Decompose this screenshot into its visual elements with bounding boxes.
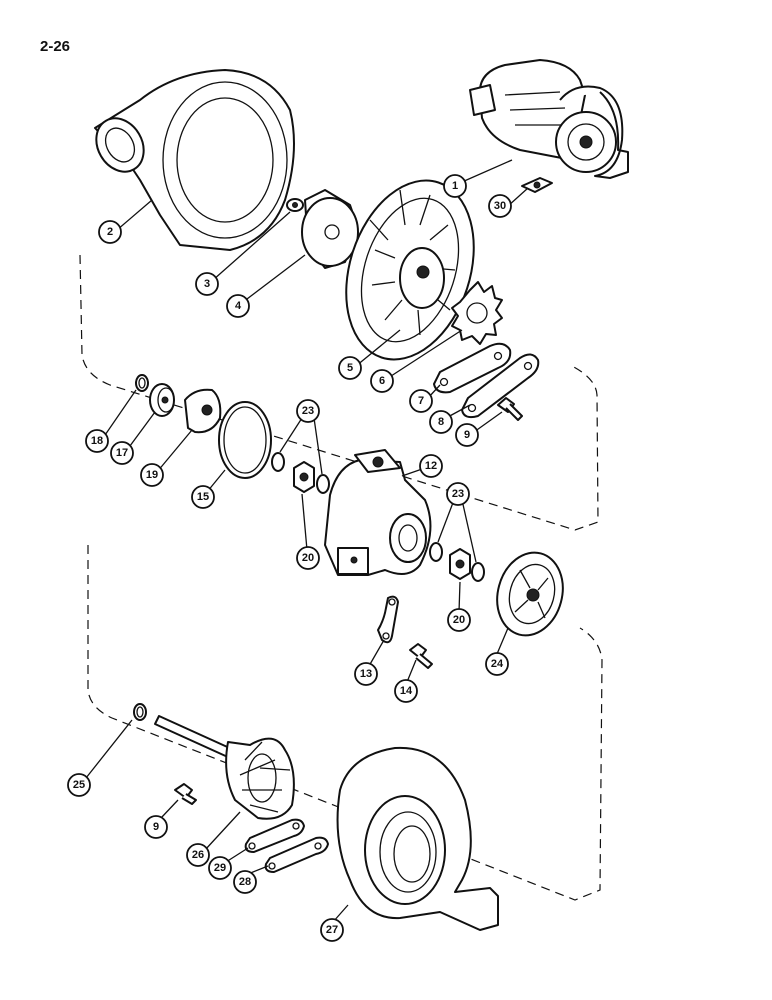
svg-text:17: 17: [116, 447, 128, 459]
callout-24: 24: [485, 652, 509, 676]
svg-text:23: 23: [302, 405, 314, 417]
callout-25: 25: [67, 773, 91, 797]
svg-text:12: 12: [425, 460, 437, 472]
dashed-group-boundary-upper: [79, 254, 599, 531]
svg-text:27: 27: [326, 924, 338, 936]
retaining-ring-part: [135, 374, 149, 392]
callout-14: 14: [394, 679, 418, 703]
clamp-plate-part: [433, 342, 512, 394]
callout-28: 28: [233, 870, 257, 894]
callout-2: 2: [98, 220, 122, 244]
svg-text:2: 2: [107, 226, 113, 238]
svg-text:20: 20: [302, 552, 314, 564]
callout-30: 30: [488, 194, 512, 218]
svg-text:29: 29: [214, 862, 226, 874]
svg-text:5: 5: [347, 362, 353, 374]
callout-4: 4: [226, 294, 250, 318]
callout-27: 27: [320, 918, 344, 942]
svg-text:6: 6: [379, 375, 385, 387]
compressor-wheel-part: [301, 189, 359, 269]
retaining-ring-part-2: [133, 703, 147, 721]
callout-6: 6: [370, 369, 394, 393]
dashed-group-boundary-lower: [87, 545, 603, 901]
capscrew-part-2: [409, 643, 433, 669]
journal-bearing-part-2: [449, 548, 471, 580]
svg-text:30: 30: [494, 200, 506, 212]
callout-9-lower: 9: [144, 815, 168, 839]
callout-23-lower: 23: [446, 482, 470, 506]
capscrew-part: [497, 397, 523, 421]
o-ring-part: [218, 401, 272, 479]
lock-plate-part: [377, 595, 399, 644]
svg-text:9: 9: [153, 821, 159, 833]
svg-text:18: 18: [91, 435, 103, 447]
callout-23-upper: 23: [296, 399, 320, 423]
callout-7: 7: [409, 389, 433, 413]
callout-17: 17: [110, 441, 134, 465]
callout-1: 1: [443, 174, 467, 198]
clamp-plate-part-4: [264, 836, 329, 873]
thrust-bearing-part: [184, 388, 222, 434]
svg-text:1: 1: [452, 180, 458, 192]
turbocharger-assembly-part: [469, 59, 629, 179]
thrust-washer-part: [451, 281, 503, 345]
turbine-shaft-wheel-part: [154, 715, 295, 820]
callout-3: 3: [195, 272, 219, 296]
callout-9-upper: 9: [455, 423, 479, 447]
callout-12: 12: [419, 454, 443, 478]
svg-text:24: 24: [491, 658, 504, 670]
svg-text:26: 26: [192, 849, 204, 861]
svg-text:20: 20: [453, 614, 465, 626]
turbine-housing-part: [336, 746, 499, 931]
svg-text:15: 15: [197, 491, 209, 503]
callout-8: 8: [429, 410, 453, 434]
piston-ring-part-2: [429, 542, 485, 582]
callout-18: 18: [85, 429, 109, 453]
svg-text:14: 14: [400, 685, 413, 697]
svg-text:7: 7: [418, 395, 424, 407]
thrust-collar-part: [149, 383, 175, 417]
backplate-part: [345, 179, 475, 361]
callout-13: 13: [354, 662, 378, 686]
page-number: 2-26: [40, 38, 71, 55]
center-housing-part: [324, 449, 432, 576]
callout-20-lower: 20: [447, 608, 471, 632]
nut-part: [286, 198, 304, 212]
callout-26: 26: [186, 843, 210, 867]
svg-text:4: 4: [235, 300, 242, 312]
svg-text:19: 19: [146, 469, 158, 481]
svg-text:28: 28: [239, 876, 251, 888]
callout-15: 15: [191, 485, 215, 509]
callout-20-upper: 20: [296, 546, 320, 570]
piston-ring-part: [271, 452, 330, 494]
journal-bearing-part: [293, 461, 315, 493]
svg-text:8: 8: [438, 416, 444, 428]
compressor-housing-part: [94, 69, 295, 251]
callout-5: 5: [338, 356, 362, 380]
callout-29: 29: [208, 856, 232, 880]
svg-text:25: 25: [73, 779, 85, 791]
svg-text:13: 13: [360, 668, 372, 680]
heat-shield-part: [496, 551, 564, 637]
svg-text:3: 3: [204, 278, 210, 290]
callout-19: 19: [140, 463, 164, 487]
svg-text:23: 23: [452, 488, 464, 500]
clamp-plate-part-2: [461, 353, 540, 419]
gasket-part: [521, 177, 553, 193]
svg-text:9: 9: [464, 429, 470, 441]
capscrew-part-3: [174, 783, 197, 805]
